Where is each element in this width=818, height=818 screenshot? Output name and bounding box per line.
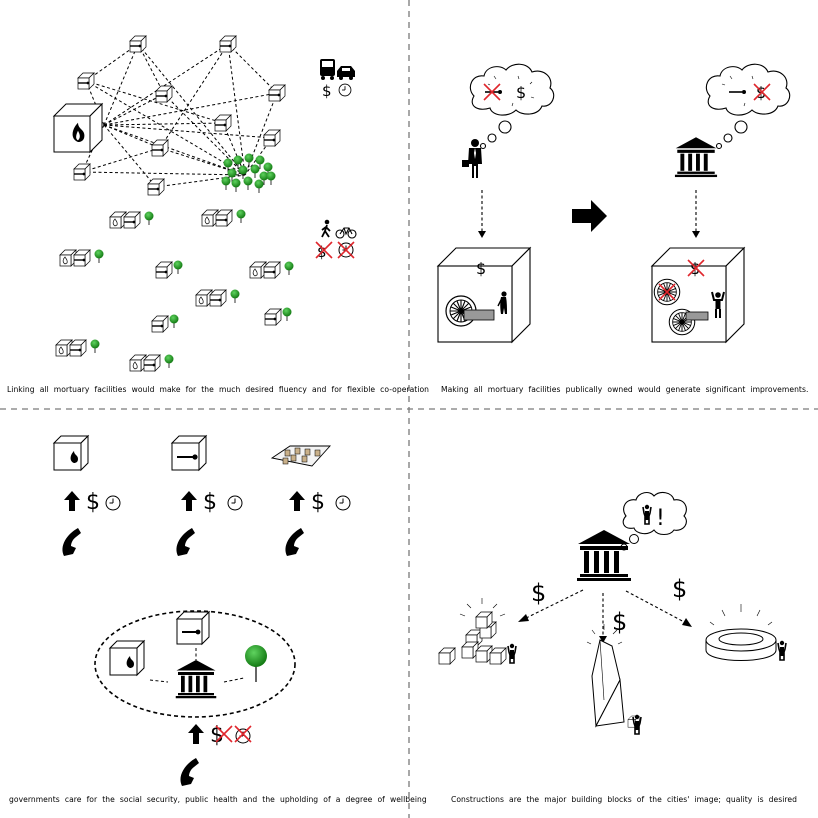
- quadrant-government-care: $ $ $ $: [52, 434, 351, 786]
- clock-icon: [105, 495, 121, 511]
- dollar-sign: $: [311, 490, 325, 515]
- phone-icon: [285, 528, 304, 556]
- up-arrow-icon: [64, 491, 80, 511]
- mortuary-cube: [170, 434, 208, 472]
- dollar-sign: $: [516, 83, 526, 102]
- dollar-sign: $: [476, 259, 486, 278]
- thought-cloud-icon: $: [469, 63, 555, 116]
- fire-icon: [70, 451, 78, 463]
- dollar-sign: $: [203, 490, 217, 515]
- quadrant-public-ownership: $ $: [436, 63, 791, 344]
- government-building-icon: [577, 530, 631, 581]
- phone-icon: [176, 528, 195, 556]
- businessman-icon: [462, 139, 482, 178]
- car-icon: [337, 66, 355, 80]
- up-arrow-icon: [289, 491, 305, 511]
- dollar-sign: $: [612, 608, 627, 636]
- body-icon: [182, 629, 201, 635]
- tree-icon: [245, 645, 267, 682]
- private-facility-cube: $: [436, 246, 532, 344]
- clock-icon: [335, 495, 351, 511]
- body-icon: [177, 454, 198, 460]
- body-icon: [729, 90, 746, 94]
- crematorium-cube: [52, 102, 104, 154]
- clock-icon: [227, 495, 243, 511]
- mortuary-cube: [175, 610, 211, 646]
- clock-icon: [338, 83, 352, 97]
- right-arrow-icon: [572, 200, 607, 232]
- stacked-cubes-building: [438, 598, 507, 665]
- cheering-person-icon: [711, 291, 725, 318]
- exclamation-mark: !: [656, 506, 665, 531]
- phone-icon: [62, 528, 81, 556]
- caption-network: Linking all mortuary facilities would ma…: [7, 385, 430, 394]
- fire-icon: [72, 122, 85, 142]
- thought-cloud-icon: !: [622, 491, 687, 536]
- cheering-person-icon: [507, 642, 517, 664]
- thought-cloud-icon: $: [705, 63, 791, 116]
- tower-building: [586, 624, 640, 728]
- network-lines: [81, 43, 278, 188]
- caption-public-ownership: Making all mortuary facilities publicall…: [441, 385, 809, 394]
- government-building-icon: [674, 137, 718, 178]
- up-arrow-icon: [181, 491, 197, 511]
- up-arrow-icon: [188, 724, 204, 744]
- caption-constructions: Constructions are the major building blo…: [451, 795, 797, 804]
- dollar-sign: $: [86, 490, 100, 515]
- public-facility-cube: $: [650, 246, 746, 344]
- facility-groups: [55, 209, 294, 372]
- cemetery-icon: [270, 445, 332, 467]
- dollar-sign: $: [672, 575, 687, 603]
- bicycle-icon: [335, 227, 357, 239]
- bus-icon: [320, 59, 335, 80]
- tree-cluster-icon: [221, 153, 276, 194]
- quadrant-network: $ $: [52, 35, 357, 372]
- person-icon: [497, 291, 507, 314]
- fire-icon: [126, 656, 134, 668]
- dollar-sign: $: [322, 82, 332, 100]
- government-scope-ellipse: [94, 610, 296, 718]
- crematorium-cube: [52, 434, 90, 472]
- clock-icon: [235, 728, 251, 744]
- dollar-sign: $: [210, 723, 224, 748]
- government-building-icon: [175, 660, 217, 699]
- walker-icon: [321, 219, 331, 238]
- crematorium-cube: [108, 639, 146, 677]
- phone-icon: [180, 758, 199, 786]
- dollar-sign: $: [531, 579, 546, 607]
- cheering-person-icon: [777, 639, 787, 661]
- quadrant-constructions: ! $ $ $: [438, 491, 787, 735]
- ring-building: [705, 604, 777, 661]
- caption-government-care: governments care for the social security…: [9, 795, 427, 804]
